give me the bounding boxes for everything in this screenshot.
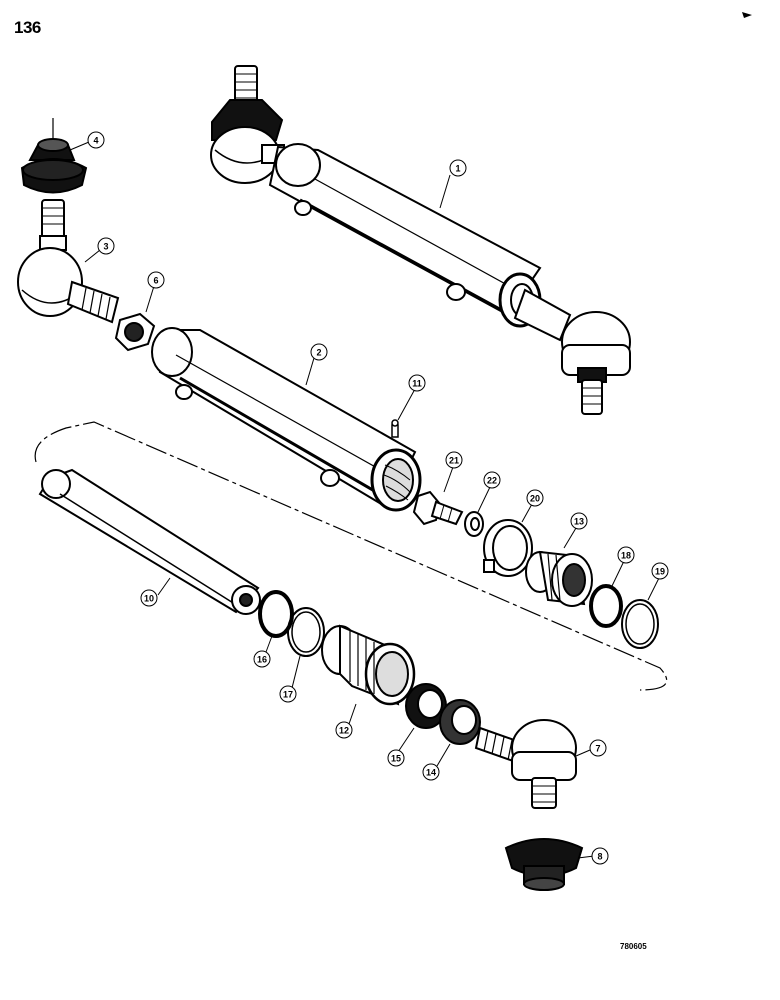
assembly-group-outline (34, 421, 668, 691)
part-4-dust-boot (20, 118, 88, 194)
part-12-piston (321, 624, 416, 706)
svg-text:7: 7 (595, 744, 600, 754)
callout-18: 18 (617, 546, 635, 564)
callout-11: 11 (408, 374, 426, 392)
svg-text:11: 11 (412, 379, 422, 389)
svg-text:12: 12 (339, 726, 349, 736)
part-3-ball-joint (17, 199, 120, 324)
callout-19: 19 (651, 562, 669, 580)
svg-text:4: 4 (93, 136, 98, 146)
svg-text:10: 10 (144, 594, 154, 604)
part-21-bolt (412, 490, 464, 526)
part-8-dust-boot (504, 838, 584, 891)
callout-12: 12 (335, 721, 353, 739)
svg-text:13: 13 (574, 517, 584, 527)
callout-10: 10 (140, 589, 158, 607)
leader-lines (69, 141, 660, 859)
svg-text:16: 16 (257, 655, 267, 665)
callout-16: 16 (253, 650, 271, 668)
part-22-washer (464, 511, 484, 537)
part-16-o-ring (258, 590, 294, 638)
svg-text:17: 17 (283, 690, 293, 700)
callout-15: 15 (387, 749, 405, 767)
part-20-lock-ring (483, 519, 533, 577)
svg-text:20: 20 (530, 494, 540, 504)
part-17-backup-ring (287, 607, 325, 657)
svg-text:8: 8 (597, 852, 602, 862)
svg-text:19: 19 (655, 567, 665, 577)
figure-code: 780605 (620, 942, 647, 951)
svg-text:15: 15 (391, 754, 401, 764)
callout-21: 21 (445, 451, 463, 469)
part-11-grease-fitting (391, 419, 399, 438)
svg-text:14: 14 (426, 768, 436, 778)
part-10-piston-rod (38, 468, 261, 615)
svg-text:3: 3 (103, 242, 108, 252)
callout-6: 6 (147, 271, 165, 289)
part-14-wiper (439, 699, 481, 745)
part-1-assembled-cylinder (210, 65, 631, 415)
part-6-jam-nut (114, 312, 156, 352)
svg-text:21: 21 (449, 456, 459, 466)
callout-13: 13 (570, 512, 588, 530)
part-13-gland (525, 550, 593, 607)
part-18-o-ring (589, 584, 623, 628)
svg-text:18: 18 (621, 551, 631, 561)
corner-mark (742, 12, 752, 18)
page-number: 136 (14, 18, 41, 37)
callout-2: 2 (310, 343, 328, 361)
callout-17: 17 (279, 685, 297, 703)
part-7-rod-end (474, 719, 577, 809)
svg-text:22: 22 (487, 476, 497, 486)
callout-1: 1 (449, 159, 467, 177)
callout-22: 22 (483, 471, 501, 489)
callout-14: 14 (422, 763, 440, 781)
callout-3: 3 (97, 237, 115, 255)
callout-8: 8 (591, 847, 609, 865)
part-2-cylinder-tube (151, 327, 422, 512)
callout-20: 20 (526, 489, 544, 507)
svg-text:6: 6 (153, 276, 158, 286)
part-19-backup-ring (621, 599, 659, 649)
callouts: 1 2 3 4 6 7 8 10 (69, 131, 669, 865)
svg-text:1: 1 (455, 164, 460, 174)
callout-4: 4 (87, 131, 105, 149)
svg-text:2: 2 (316, 348, 321, 358)
callout-7: 7 (589, 739, 607, 757)
part-15-seal (405, 683, 447, 729)
